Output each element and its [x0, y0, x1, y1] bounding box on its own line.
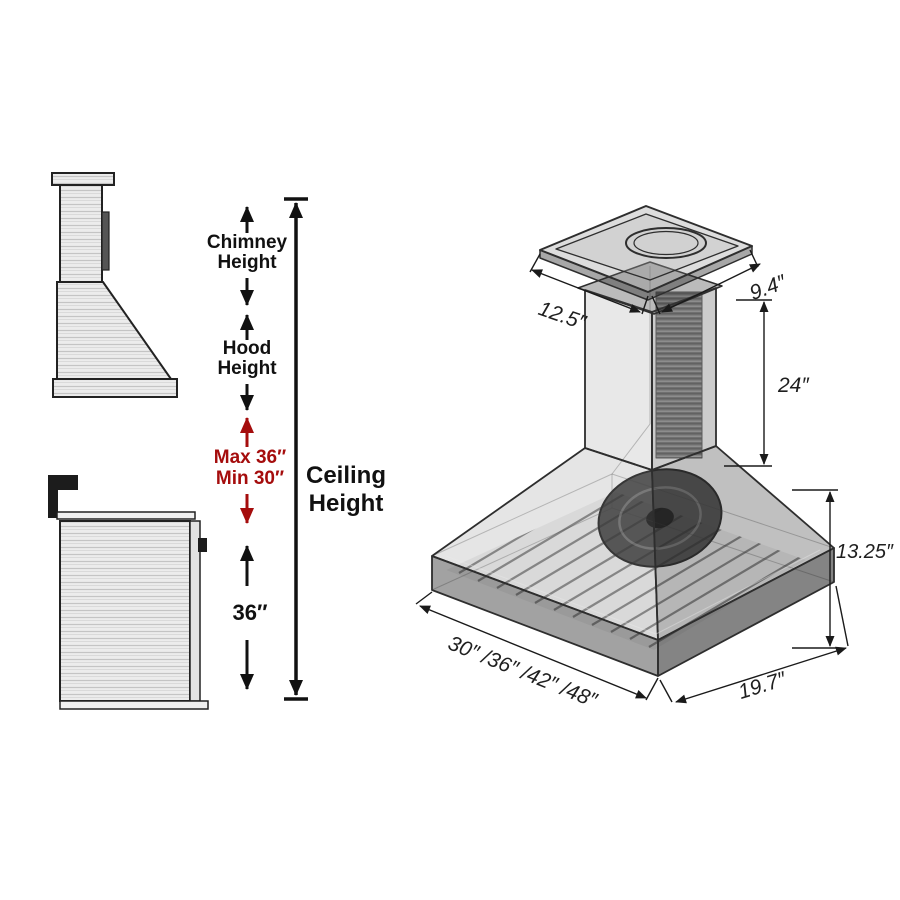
mounting-plate: [539, 205, 753, 315]
ext-line: [835, 585, 849, 647]
cabinet-base-shape: [59, 700, 209, 710]
hood-slope-shape: [56, 281, 173, 380]
dim-chimney-height: 24″: [724, 299, 810, 467]
chimney-cap-shape: [51, 172, 115, 186]
chimney-right-face: [651, 287, 717, 471]
hidden-edge: [611, 473, 835, 549]
ceiling-height-label-line1: Ceiling: [306, 462, 386, 489]
dim-line: [675, 646, 847, 704]
hood-height-dimension: Hood Height: [217, 314, 277, 411]
cabinet-knob-shape: [198, 538, 207, 552]
counter-top-shape: [56, 511, 196, 520]
ext-line: [659, 679, 673, 703]
hidden-edge: [431, 473, 613, 557]
cabinet-front-shape: [59, 520, 191, 702]
chimney-height-label-line2: Height: [217, 252, 277, 273]
range-clearance-label: 36″: [232, 600, 267, 625]
ext-line: [749, 249, 759, 268]
ceiling-height-label-line2: Height: [309, 490, 384, 517]
base-inner-lip: [445, 549, 821, 635]
ceiling-height-dimension: Ceiling Height: [284, 197, 386, 701]
hood-height-label-line1: Hood: [223, 338, 272, 359]
hood-body-height-label: 13.25″: [836, 541, 894, 563]
max-clearance-label: Max 36″: [214, 447, 286, 468]
cabinet-bracket-shape: [48, 475, 78, 518]
mount-bracket-shape: [101, 211, 110, 271]
chimney-height-value-label: 24″: [777, 374, 810, 397]
hidden-edge: [611, 423, 651, 475]
chimney-height-label-line1: Chimney: [207, 232, 288, 253]
side-view-hood: [51, 172, 178, 398]
side-view-cabinet: [48, 475, 209, 710]
dim-line: [661, 263, 761, 313]
ext-line: [529, 253, 541, 273]
blower-motor: [597, 468, 723, 568]
chimney-duct: [584, 287, 717, 471]
ext-line: [415, 591, 433, 605]
ext-line: [645, 677, 659, 701]
inner-flue: [655, 291, 703, 459]
blower-ring: [618, 486, 702, 550]
iso-view-hood: [431, 205, 835, 677]
chimney-side-shape: [59, 184, 103, 283]
dim-line: [531, 269, 641, 313]
duct-hole: [625, 227, 707, 259]
range-clearance-dimension: 36″: [232, 545, 268, 690]
hood-rim-shape: [52, 378, 178, 398]
hood-height-label-line2: Height: [217, 358, 277, 379]
hood-depth-label: 19.7″: [736, 667, 790, 704]
dim-line: [419, 605, 647, 699]
mount-clearance-dimension: Max 36″ Min 30″: [214, 417, 286, 524]
ext-line: [641, 295, 649, 315]
chimney-left-face: [584, 289, 653, 471]
chimney-top-depth-label: 12.5″: [536, 297, 591, 335]
duct-hole-inner: [633, 230, 699, 256]
baffle-line: [477, 492, 659, 582]
ext-line: [651, 295, 661, 315]
chimney-height-dimension: Chimney Height: [207, 206, 288, 306]
min-clearance-label: Min 30″: [216, 468, 284, 489]
